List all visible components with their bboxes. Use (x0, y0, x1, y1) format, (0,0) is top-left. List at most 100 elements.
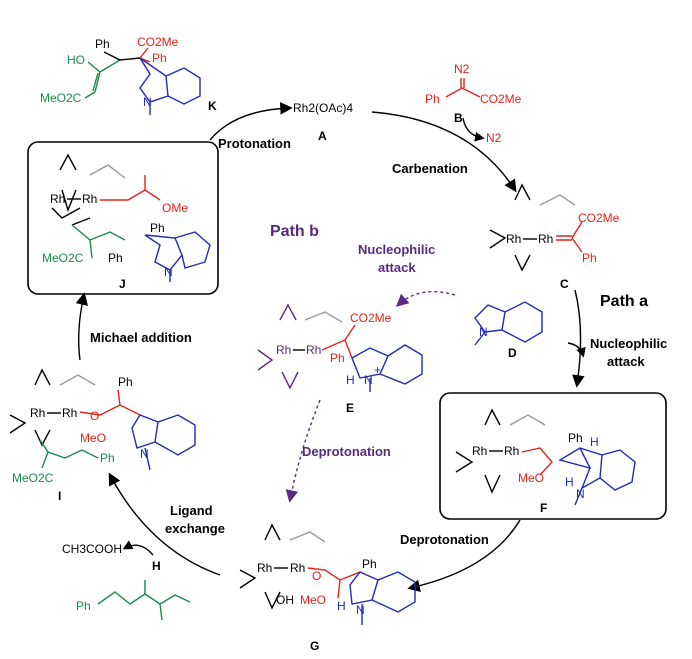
H-acid: CH3COOH (62, 542, 122, 556)
label-B: B (454, 111, 463, 125)
F-meo: MeO (518, 471, 544, 485)
compound-D: N D (474, 301, 543, 360)
compound-C: Rh Rh CO2Me Ph C (489, 183, 620, 291)
compound-K: Ph CO2Me Ph HO MeO2C N K (40, 35, 217, 115)
E-ester: CO2Me (350, 311, 392, 325)
compound-I: Rh Rh O MeO Ph N Ph MeO2C I (9, 368, 196, 503)
step-protonation: Protonation (218, 136, 291, 151)
compound-F: Rh Rh MeO Ph H H N F (455, 408, 636, 515)
cycle-arrow-ligand-exchange (108, 472, 221, 576)
K-ph: Ph (95, 37, 110, 51)
G-meo: MeO (300, 593, 326, 607)
C-rh2: Rh (538, 232, 553, 246)
J-n: N (164, 265, 173, 279)
cycle-arrow-path-a (572, 289, 585, 388)
F-rh2: Rh (504, 444, 519, 458)
diazo-n2: N2 (454, 62, 470, 76)
cycle-arrow-deprotonation-a (407, 519, 521, 592)
catalyst-formula: Rh2(OAc)4 (293, 101, 353, 115)
step-ligand-2: exchange (165, 521, 225, 536)
compound-B: N2 Ph CO2Me B (425, 62, 522, 125)
cycle-arrow-protonation (209, 102, 293, 141)
box-F (439, 392, 667, 520)
step-nucleophilic-b-1: Nucleophilic (358, 242, 435, 257)
cycle-arrow-carbenation (371, 111, 517, 193)
compound-J: Rh Rh OMe Ph MeO2C Ph N J (42, 153, 211, 291)
label-D: D (508, 346, 517, 360)
F-h2: H (565, 475, 574, 489)
compound-H: CH3COOH H Ph (62, 542, 191, 621)
F-rh1: Rh (472, 444, 487, 458)
F-ph: Ph (568, 431, 583, 445)
E-n: N (364, 373, 373, 387)
step-nucleophilic-a-1: Nucleophilic (590, 336, 667, 351)
J-ph: Ph (150, 221, 165, 235)
E-ph: Ph (330, 351, 345, 365)
compound-G: Rh Rh O MeO Ph OH H N G (239, 523, 416, 653)
label-G: G (310, 639, 319, 653)
step-ligand-1: Ligand (170, 503, 213, 518)
label-H: H (152, 559, 161, 573)
acid-release-arrow (122, 540, 154, 556)
H-ph: Ph (76, 599, 91, 613)
step-nucleophilic-a-2: attack (607, 354, 645, 369)
I-rh1: Rh (30, 406, 45, 420)
step-carbenation: Carbenation (392, 161, 468, 176)
K-ester2: CO2Me (137, 35, 179, 49)
label-I: I (58, 489, 61, 503)
step-deprotonation-a: Deprotonation (400, 532, 489, 547)
F-h1: H (590, 435, 599, 449)
I-ester: MeO2C (12, 471, 54, 485)
J-ome: OMe (162, 201, 188, 215)
label-C: C (560, 277, 569, 291)
I-meo: MeO (80, 431, 106, 445)
label-J: J (119, 277, 126, 291)
J-rh2: Rh (82, 192, 97, 206)
cycle-arrow-michael (75, 292, 88, 361)
G-rh1: Rh (257, 561, 272, 575)
J-rh1: Rh (50, 192, 65, 206)
diazo-ph: Ph (425, 92, 440, 106)
K-ph2: Ph (152, 51, 167, 65)
step-deprotonation-b: Deprotonation (302, 444, 391, 459)
K-n: N (143, 95, 152, 109)
n2-byproduct: N2 (486, 131, 502, 145)
compound-E: Rh Rh CO2Me Ph H N + E (257, 303, 423, 415)
G-oh: OH (276, 593, 294, 607)
D-n: N (479, 325, 488, 339)
F-n: N (576, 487, 585, 501)
path-a-title: Path a (600, 293, 648, 310)
I-rh2: Rh (62, 406, 77, 420)
indole-entry-arrow (567, 342, 586, 358)
G-ph: Ph (362, 557, 377, 571)
C-ph: Ph (582, 251, 597, 265)
G-h: H (337, 599, 346, 613)
I-o: O (90, 409, 99, 423)
E-plus: + (374, 363, 381, 377)
label-K: K (208, 99, 217, 113)
J-ester: MeO2C (42, 251, 84, 265)
label-E: E (346, 401, 354, 415)
I-ph2: Ph (100, 451, 115, 465)
step-nucleophilic-b-2: attack (378, 260, 416, 275)
G-rh2: Rh (290, 561, 305, 575)
C-ester: CO2Me (578, 211, 620, 225)
n2-release-arrow (462, 117, 485, 142)
label-F: F (540, 501, 547, 515)
K-ho: HO (67, 53, 85, 67)
path-b-title: Path b (270, 223, 319, 240)
box-J (27, 141, 219, 295)
G-n: N (356, 603, 365, 617)
E-h: H (346, 373, 355, 387)
J-ph2: Ph (108, 251, 123, 265)
E-rh1: Rh (276, 343, 291, 357)
E-rh2: Rh (306, 343, 321, 357)
C-rh1: Rh (506, 232, 521, 246)
diazo-ester: CO2Me (480, 92, 522, 106)
I-ph: Ph (118, 375, 133, 389)
G-o: O (312, 569, 321, 583)
path-b-arrow-1 (395, 291, 456, 307)
label-A: A (318, 129, 327, 143)
I-n: N (140, 447, 149, 461)
